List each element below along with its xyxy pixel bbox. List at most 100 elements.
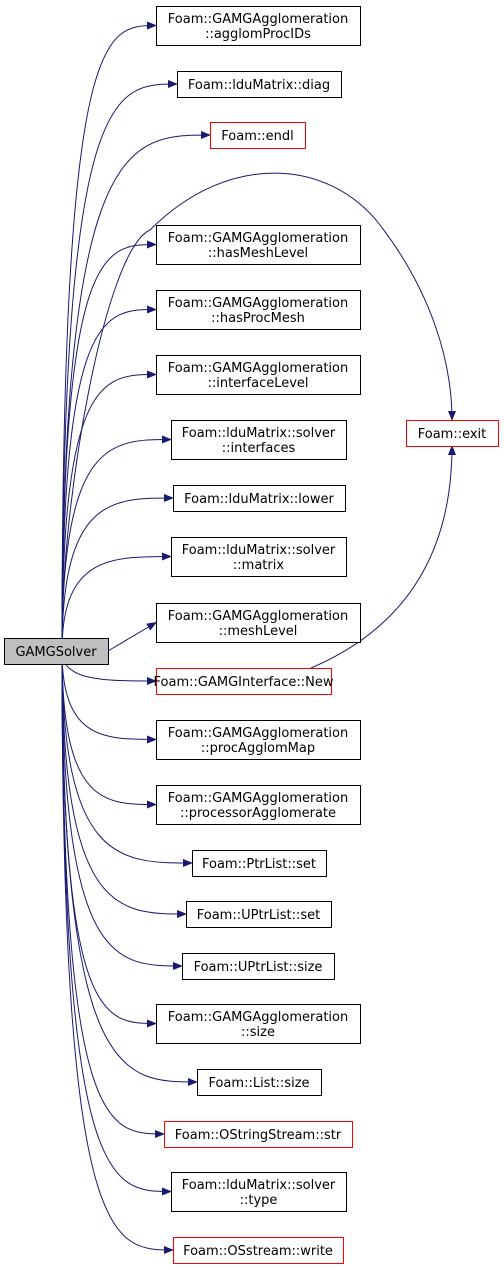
node-interfaceLevel[interactable]: Foam::GAMGAgglomeration::interfaceLevel <box>156 355 361 395</box>
node-hasMeshLevel[interactable]: Foam::GAMGAgglomeration::hasMeshLevel <box>156 225 361 265</box>
node-interfaces[interactable]: Foam::lduMatrix::solver::interfaces <box>171 420 347 460</box>
node-listSize[interactable]: Foam::List::size <box>197 1069 322 1096</box>
node-label: ::interfaceLevel <box>207 376 308 391</box>
edge-root-to-aggSize <box>61 650 157 1028</box>
node-box <box>182 953 335 980</box>
node-label: ::size <box>241 1025 275 1040</box>
node-aggSize[interactable]: Foam::GAMGAgglomeration::size <box>156 1004 361 1044</box>
node-box <box>171 1172 347 1212</box>
node-box <box>156 6 361 46</box>
node-label: Foam::lduMatrix::solver <box>182 1178 336 1193</box>
node-label: Foam::GAMGAgglomeration <box>168 361 348 376</box>
edge-root-to-ptrListSet <box>61 650 193 867</box>
node-label: ::hasMeshLevel <box>208 246 308 261</box>
node-box <box>210 122 306 149</box>
node-label: Foam::OStringStream::str <box>175 1128 342 1143</box>
node-box <box>164 1121 353 1148</box>
node-label: Foam::lduMatrix::solver <box>182 426 336 441</box>
node-agglomProcIDs[interactable]: Foam::GAMGAgglomeration::agglomProcIDs <box>156 6 361 46</box>
node-label: Foam::GAMGAgglomeration <box>168 12 348 27</box>
node-label: Foam::PtrList::set <box>202 857 316 872</box>
node-matrix[interactable]: Foam::lduMatrix::solver::matrix <box>171 537 347 577</box>
node-label: Foam::UPtrList::set <box>197 908 321 923</box>
node-procAgglomMap[interactable]: Foam::GAMGAgglomeration::procAgglomMap <box>156 720 361 760</box>
node-box <box>156 603 361 643</box>
edge-New-to-exit <box>310 445 456 669</box>
node-label: Foam::GAMGAgglomeration <box>168 726 348 741</box>
node-label: Foam::GAMGAgglomeration <box>168 296 348 311</box>
edge-root-to-diag <box>61 80 178 652</box>
node-New[interactable]: Foam::GAMGInterface::New <box>154 668 334 695</box>
node-box <box>156 355 361 395</box>
node-hasProcMesh[interactable]: Foam::GAMGAgglomeration::hasProcMesh <box>156 290 361 330</box>
node-label: Foam::lduMatrix::solver <box>182 543 336 558</box>
node-box <box>173 485 346 512</box>
node-label: ::processorAgglomerate <box>180 806 336 821</box>
node-box <box>177 71 342 98</box>
node-box <box>171 537 347 577</box>
node-box <box>156 225 361 265</box>
edge-root-to-matrix <box>61 552 172 652</box>
edge-root-to-processorAgglomerate <box>61 650 157 809</box>
node-label: Foam::GAMGAgglomeration <box>168 609 348 624</box>
edge-root-to-exit <box>61 172 456 639</box>
node-label: Foam::endl <box>221 129 293 144</box>
node-exit[interactable]: Foam::exit <box>406 420 499 447</box>
node-label: Foam::GAMGAgglomeration <box>168 231 348 246</box>
node-label: Foam::GAMGInterface::New <box>154 675 334 690</box>
node-label: ::procAgglomMap <box>201 741 315 756</box>
node-box <box>186 901 332 928</box>
edge-root-to-meshLevel <box>107 621 157 652</box>
node-label: Foam::lduMatrix::diag <box>188 78 330 93</box>
edge-root-to-agglomProcIDs <box>61 21 157 652</box>
node-label: Foam::GAMGAgglomeration <box>168 791 348 806</box>
edge-root-to-uptrListSize <box>61 650 183 970</box>
node-box <box>4 638 109 665</box>
node-box <box>173 1237 344 1264</box>
node-label: Foam::UPtrList::size <box>194 960 323 975</box>
node-box <box>192 850 327 877</box>
node-label: Foam::lduMatrix::lower <box>184 492 334 507</box>
node-uptrListSet[interactable]: Foam::UPtrList::set <box>186 901 332 928</box>
node-diag[interactable]: Foam::lduMatrix::diag <box>177 71 342 98</box>
node-box <box>156 290 361 330</box>
node-str[interactable]: Foam::OStringStream::str <box>164 1121 353 1148</box>
node-label: ::hasProcMesh <box>211 311 305 326</box>
node-box <box>171 420 347 460</box>
edge-root-to-write <box>61 650 174 1254</box>
edge-root-to-listSize <box>61 650 198 1086</box>
edge-root-to-str <box>61 650 165 1138</box>
node-ptrListSet[interactable]: Foam::PtrList::set <box>192 850 327 877</box>
node-label: Foam::GAMGAgglomeration <box>168 1010 348 1025</box>
node-processorAgglomerate[interactable]: Foam::GAMGAgglomeration::processorAgglom… <box>156 785 361 825</box>
node-label: Foam::OSstream::write <box>183 1244 333 1259</box>
node-endl[interactable]: Foam::endl <box>210 122 306 149</box>
node-write[interactable]: Foam::OSstream::write <box>173 1237 344 1264</box>
node-label: ::meshLevel <box>219 624 298 639</box>
node-box <box>406 420 499 447</box>
edge-root-to-type <box>61 650 172 1196</box>
edge-root-to-interfaces <box>61 435 172 652</box>
node-lower[interactable]: Foam::lduMatrix::lower <box>173 485 346 512</box>
node-type[interactable]: Foam::lduMatrix::solver::type <box>171 1172 347 1212</box>
edge-root-to-hasProcMesh <box>61 305 157 652</box>
node-box <box>156 1004 361 1044</box>
edge-root-to-interfaceLevel <box>61 370 157 652</box>
node-box <box>156 785 361 825</box>
node-label: GAMGSolver <box>15 645 97 660</box>
node-label: ::interfaces <box>222 441 296 456</box>
edge-root-to-uptrListSet <box>61 650 187 918</box>
node-label: Foam::List::size <box>208 1076 309 1091</box>
edge-root-to-hasMeshLevel <box>61 240 157 652</box>
node-uptrListSize[interactable]: Foam::UPtrList::size <box>182 953 335 980</box>
node-meshLevel[interactable]: Foam::GAMGAgglomeration::meshLevel <box>156 603 361 643</box>
node-box <box>156 720 361 760</box>
node-label: ::matrix <box>233 558 284 573</box>
node-box <box>197 1069 322 1096</box>
root-node[interactable]: GAMGSolver <box>4 638 109 665</box>
node-box <box>156 668 332 695</box>
nodes-layer: GAMGSolverFoam::GAMGAgglomeration::agglo… <box>4 6 499 1264</box>
node-label: ::type <box>240 1193 278 1208</box>
node-label: ::agglomProcIDs <box>205 27 311 42</box>
